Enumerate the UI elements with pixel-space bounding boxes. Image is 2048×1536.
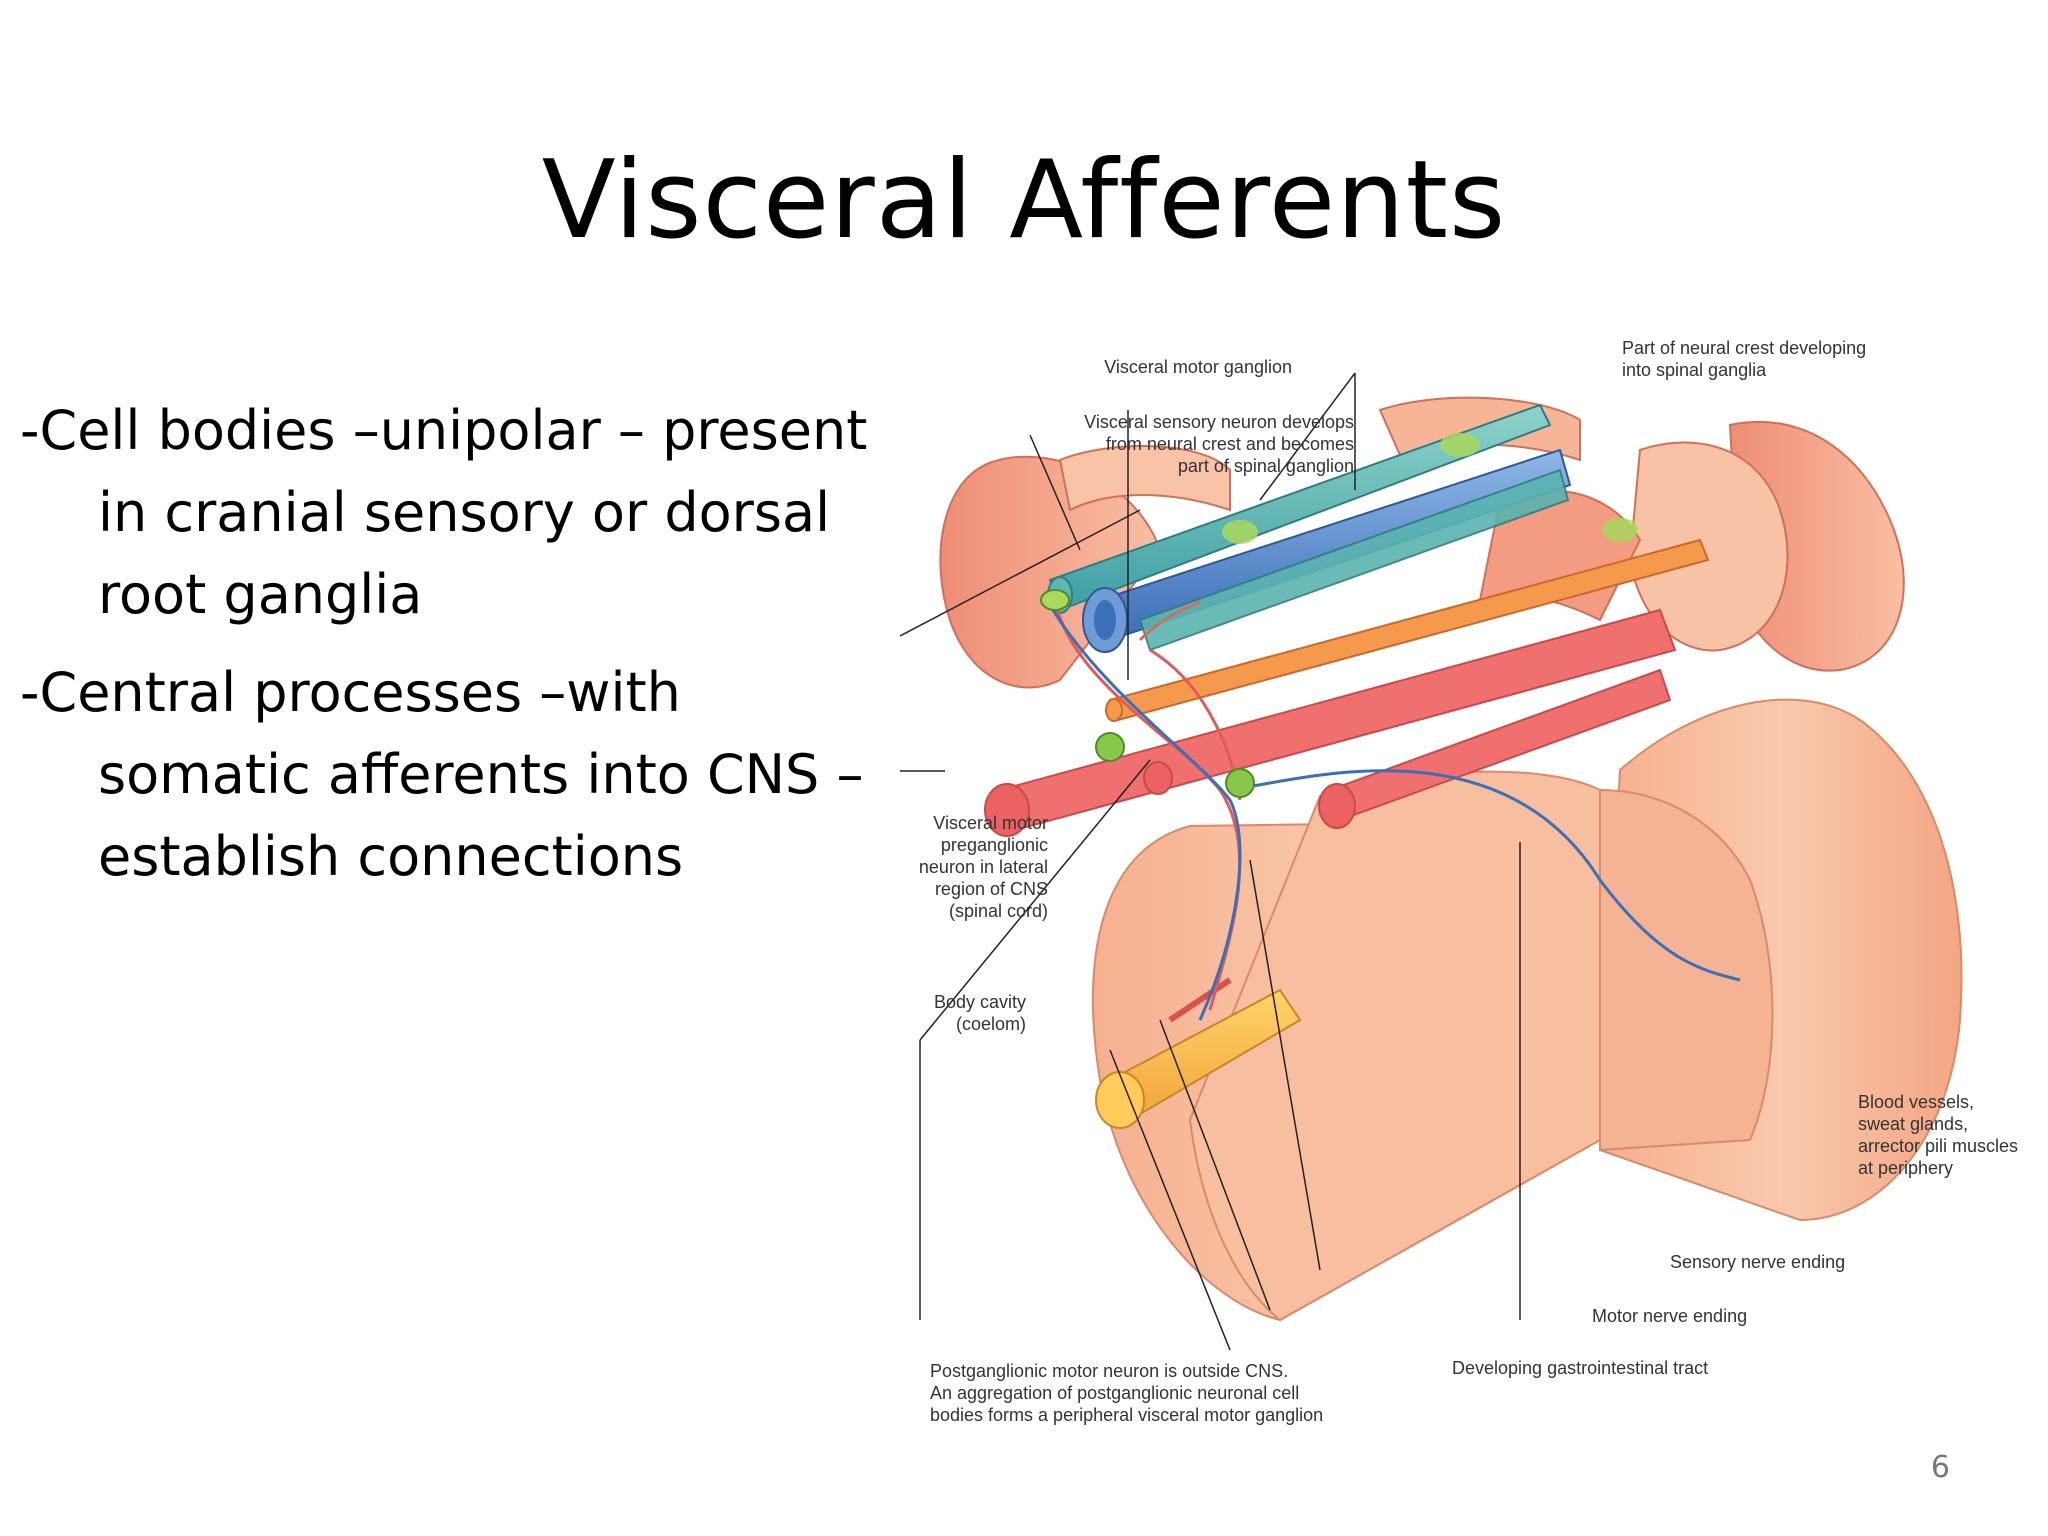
page-number: 6 (1930, 1450, 1950, 1485)
bullet-cell-bodies: -Cell bodies –unipolar – present in cran… (20, 399, 868, 626)
label-sensory-ending: Sensory nerve ending (1670, 1252, 1845, 1272)
label-body-cavity-1: Body cavity (934, 992, 1026, 1012)
bullet-list: -Cell bodies –unipolar – present in cran… (20, 390, 900, 914)
label-preganglionic-2: preganglionic (941, 835, 1048, 855)
label-neural-crest-2: into spinal ganglia (1622, 360, 1767, 380)
nerve-fibers (1048, 599, 1741, 1021)
teal-front-bar (1138, 468, 1638, 652)
label-sensory-neuron-2: from neural crest and becomes (1106, 434, 1354, 454)
anatomy-figure: Visceral motor ganglion Part of neural c… (900, 320, 2048, 1450)
label-preganglionic-5: (spinal cord) (949, 901, 1048, 921)
anatomy-diagram: Visceral motor ganglion Part of neural c… (900, 338, 2018, 1425)
label-preganglionic-4: region of CNS (935, 879, 1048, 899)
label-preganglionic-3: neuron in lateral (919, 857, 1048, 877)
label-preganglionic-1: Visceral motor (933, 813, 1048, 833)
label-postganglionic-2: An aggregation of postganglionic neurona… (930, 1383, 1299, 1403)
label-motor-ending: Motor nerve ending (1592, 1306, 1747, 1326)
label-blood-vessels-1: Blood vessels, (1858, 1092, 1974, 1112)
body-wall-tissue (1091, 698, 1963, 1322)
label-gi-tract: Developing gastrointestinal tract (1452, 1358, 1708, 1378)
label-neural-crest-1: Part of neural crest developing (1622, 338, 1866, 358)
label-blood-vessels-4: at periphery (1858, 1158, 1953, 1178)
label-blood-vessels-2: sweat glands, (1858, 1114, 1968, 1134)
label-sensory-neuron-1: Visceral sensory neuron develops (1084, 412, 1354, 432)
blood-vessels (984, 538, 1710, 837)
slide-title: Visceral Afferents (541, 138, 1507, 263)
gi-tract (1095, 977, 1302, 1129)
ganglia (1040, 589, 1255, 798)
label-blood-vessels-3: arrector pili muscles (1858, 1136, 2018, 1156)
figure-labels: Visceral motor ganglion Part of neural c… (919, 338, 2018, 1425)
bullet-central-processes: -Central processes –with somatic afferen… (20, 661, 864, 888)
label-visceral-motor-ganglion: Visceral motor ganglion (1104, 357, 1292, 377)
leader-lines (900, 372, 1521, 1351)
label-body-cavity-2: (coelom) (956, 1014, 1026, 1034)
label-postganglionic-1: Postganglionic motor neuron is outside C… (930, 1361, 1288, 1381)
label-postganglionic-3: bodies forms a peripheral visceral motor… (930, 1405, 1323, 1425)
label-sensory-neuron-3: part of spinal ganglion (1178, 456, 1354, 476)
